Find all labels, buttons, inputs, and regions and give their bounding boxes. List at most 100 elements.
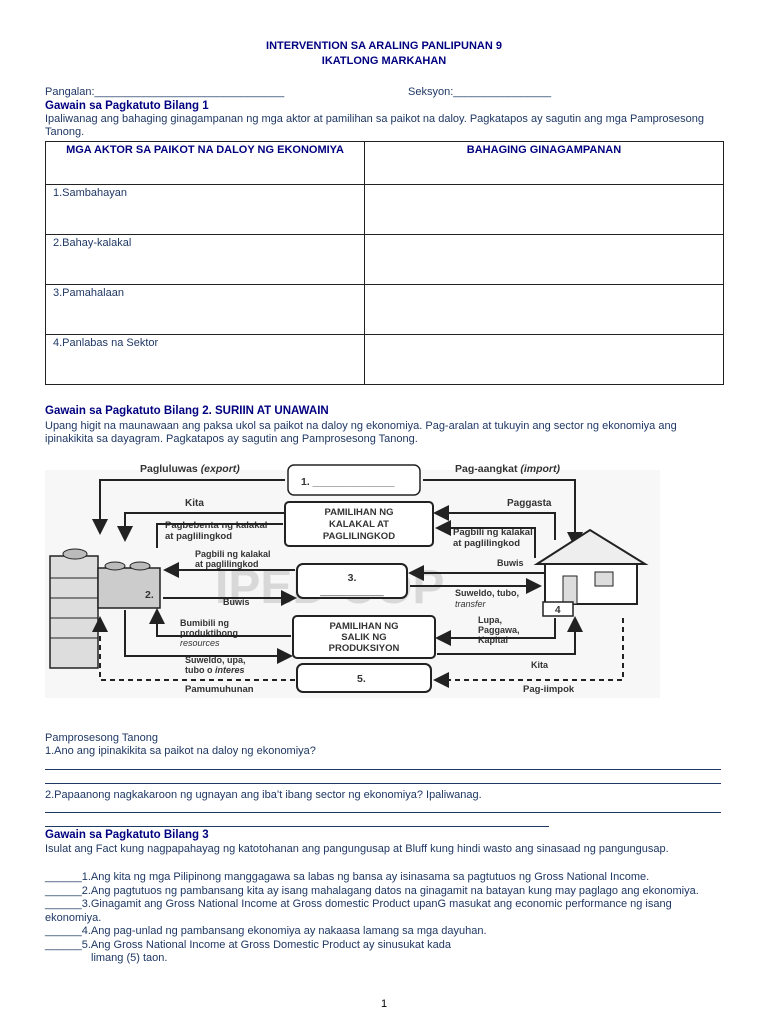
list-item: ______1.Ang kita ng mga Pilipinong mangg… bbox=[45, 871, 650, 883]
table-header-row: MGA AKTOR SA PAIKOT NA DALOY NG EKONOMIY… bbox=[45, 141, 724, 185]
factor-market-line1: PAMILIHAN NG bbox=[330, 621, 399, 632]
table-header-actors: MGA AKTOR SA PAIKOT NA DALOY NG EKONOMIY… bbox=[45, 141, 365, 185]
bumibili-line1: Bumibili ng bbox=[180, 618, 229, 628]
export-arrow bbox=[92, 479, 285, 535]
actor-label: 3.Pamahalaan bbox=[53, 287, 124, 299]
page-number: 1 bbox=[380, 998, 388, 1010]
resources-label: resources bbox=[180, 638, 220, 648]
pagbebenta-line1: Pagbebenta ng kalakal bbox=[165, 520, 267, 531]
actor-label: 2.Bahay-kalakal bbox=[53, 237, 132, 249]
paggasta-label: Paggasta bbox=[507, 498, 552, 509]
box-5-financial-market bbox=[296, 663, 432, 693]
answer-cell[interactable] bbox=[364, 184, 724, 235]
factor-market-line2: SALIK NG bbox=[341, 632, 386, 643]
pagbebenta-line2: at paglilingkod bbox=[165, 531, 232, 542]
transfer-label: transfer bbox=[455, 599, 487, 609]
box-4-label: 4 bbox=[555, 605, 561, 616]
box-3-label: 3. bbox=[348, 572, 357, 584]
table-row: 2.Bahay-kalakal bbox=[45, 234, 724, 285]
buwis-right-label: Buwis bbox=[497, 558, 524, 568]
box-2-label: 2. bbox=[145, 589, 154, 601]
quarter-subtitle: IKATLONG MARKAHAN bbox=[321, 55, 447, 67]
goods-market-line2: KALAKAL AT bbox=[329, 519, 389, 530]
fact-bluff-list: ______1.Ang kita ng mga Pilipinong mangg… bbox=[45, 871, 725, 966]
answer-line[interactable] bbox=[45, 783, 721, 784]
question-2: 2.Papaanong nagkakaroon ng ugnayan ang i… bbox=[45, 789, 482, 801]
activity3-instruction: Isulat ang Fact kung nagpapahayag ng kat… bbox=[45, 843, 669, 855]
export-label: Pagluluwas (export) bbox=[140, 463, 240, 475]
lupa-line3: Kapital bbox=[478, 635, 508, 645]
suweldo-arrow bbox=[124, 610, 293, 664]
import-arrow bbox=[423, 479, 583, 548]
answer-cell[interactable] bbox=[364, 284, 724, 335]
bumibili-line2: produktibong bbox=[180, 628, 238, 638]
worksheet-title: INTERVENTION SA ARALING PANLIPUNAN 9 bbox=[266, 40, 502, 52]
pagbili-right-line2: at paglilingkod bbox=[453, 538, 520, 549]
kita-top-label: Kita bbox=[185, 498, 204, 509]
activity1-heading: Gawain sa Pagkatuto Bilang 1 bbox=[45, 100, 209, 112]
activity1-instruction: Ipaliwanag ang bahaging ginagampanan ng … bbox=[45, 113, 705, 138]
answer-line[interactable] bbox=[45, 812, 721, 813]
table-row: 4.Panlabas na Sektor bbox=[45, 334, 724, 385]
questions-heading: Pamprosesong Tanong bbox=[45, 732, 158, 744]
pagbebenta-arrow bbox=[156, 523, 283, 548]
box-5-label: 5. bbox=[357, 673, 366, 685]
goods-market-line1: PAMILIHAN NG bbox=[325, 507, 394, 518]
table-row: 1.Sambahayan bbox=[45, 184, 724, 235]
list-item: ______5.Ang Gross National Income at Gro… bbox=[45, 938, 451, 951]
box-3-government bbox=[296, 563, 408, 599]
actor-label: 1.Sambahayan bbox=[53, 187, 127, 199]
goods-market-line3: PAGLILINGKOD bbox=[323, 531, 395, 542]
name-label: Pangalan: bbox=[45, 86, 95, 98]
kita-top-arrow bbox=[117, 512, 285, 542]
answer-cell[interactable] bbox=[364, 234, 724, 285]
pamumuhunan-label: Pamumuhunan bbox=[185, 684, 254, 695]
section-label: Seksyon: bbox=[408, 86, 454, 98]
activity2-instruction: Upang higit na maunawaan ang paksa ukol … bbox=[45, 420, 677, 445]
kita-bottom-arrow bbox=[437, 616, 583, 655]
list-item: ______2.Ang pagtutuos ng pambansang kita… bbox=[45, 884, 699, 897]
paggasta-arrow bbox=[433, 505, 556, 540]
buwis-left-label: Buwis bbox=[223, 597, 250, 607]
import-label: Pag-aangkat (import) bbox=[455, 463, 561, 475]
activity2-heading: Gawain sa Pagkatuto Bilang 2. SURIIN AT … bbox=[45, 405, 329, 417]
question-1: 1.Ano ang ipinakikita sa paikot na daloy… bbox=[45, 745, 316, 757]
table-header-role: BAHAGING GINAGAMPANAN bbox=[364, 141, 724, 185]
actors-table: MGA AKTOR SA PAIKOT NA DALOY NG EKONOMIY… bbox=[45, 141, 724, 385]
list-item: ______4.Ang pag-unlad ng pambansang ekon… bbox=[45, 925, 487, 937]
factory-icon bbox=[49, 548, 161, 669]
pagbili-mid-line2: at paglilingkod bbox=[195, 559, 259, 569]
circular-flow-diagram: IPED COP Pagluluwas (export) Pag-aangkat… bbox=[45, 463, 660, 698]
section-field: Seksyon:________________ bbox=[408, 86, 551, 98]
pagbili-right-arrow bbox=[435, 520, 536, 558]
actor-label: 4.Panlabas na Sektor bbox=[53, 337, 159, 349]
lupa-arrow bbox=[435, 618, 556, 646]
box-3-blank: ____________ bbox=[319, 586, 384, 597]
table-row: 3.Pamahalaan bbox=[45, 284, 724, 335]
pamumuhunan-arrow bbox=[92, 616, 295, 681]
suweldo-upa-label: Suweldo, upa, bbox=[185, 655, 246, 665]
section-blank: ________________ bbox=[453, 86, 552, 98]
bumibili-arrow bbox=[149, 608, 291, 637]
factor-market-line3: PRODUKSIYON bbox=[329, 643, 400, 654]
box-4 bbox=[542, 601, 574, 617]
kita-bottom-label: Kita bbox=[531, 660, 549, 670]
suweldo-tubo-label: Suweldo, tubo, bbox=[455, 588, 519, 598]
lupa-line2: Paggawa, bbox=[478, 625, 520, 635]
activity3-heading: Gawain sa Pagkatuto Bilang 3 bbox=[45, 829, 209, 841]
answer-line[interactable] bbox=[45, 826, 549, 827]
box-1-foreign-sector bbox=[287, 464, 421, 496]
answer-cell[interactable] bbox=[364, 334, 724, 385]
name-blank: _______________________________ bbox=[94, 86, 285, 98]
pagbili-mid-line1: Pagbili ng kalakal bbox=[195, 549, 271, 559]
answer-line[interactable] bbox=[45, 769, 721, 770]
tubo-interes-label: tubo o interes bbox=[185, 665, 245, 675]
pagiimpok-label: Pag-iimpok bbox=[523, 684, 575, 695]
name-field: Pangalan:_______________________________ bbox=[45, 86, 284, 98]
list-item-continuation: limang (5) taon. bbox=[91, 952, 168, 964]
pagbili-right-line1: Pagbili ng kalakal bbox=[453, 527, 533, 538]
lupa-line1: Lupa, bbox=[478, 615, 502, 625]
list-item: ______3.Ginagamit ang Gross National Inc… bbox=[45, 898, 672, 924]
pagiimpok-arrow bbox=[433, 618, 624, 688]
house-icon bbox=[533, 528, 649, 605]
